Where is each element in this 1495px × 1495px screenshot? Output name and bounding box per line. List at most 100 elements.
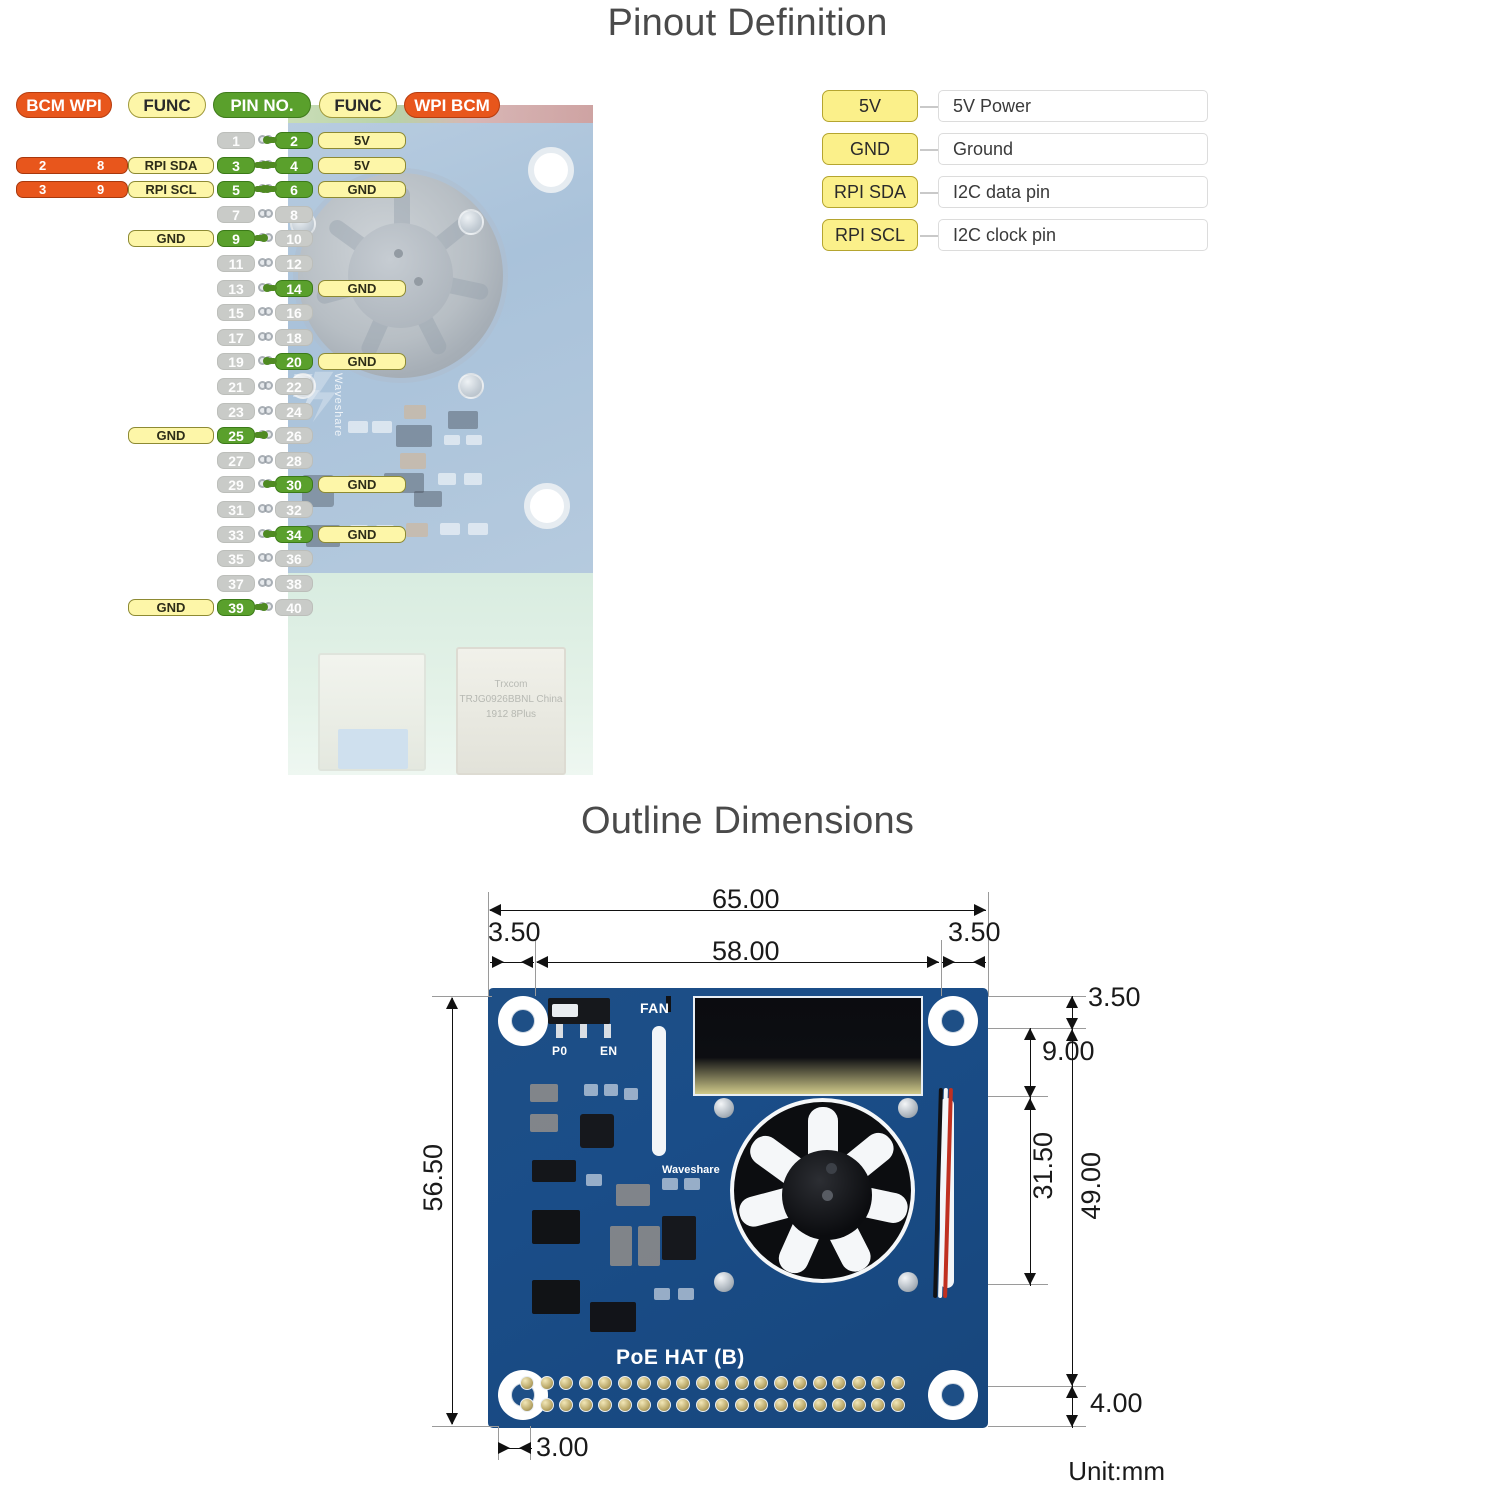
pin-number-left[interactable]: 31	[217, 501, 255, 518]
legend-description: 5V Power	[938, 90, 1208, 122]
header-pin	[559, 1398, 573, 1412]
func-label-left[interactable]: GND	[128, 230, 214, 248]
func-label-right[interactable]: 5V	[318, 156, 406, 174]
bcm-value: 2	[39, 157, 47, 173]
dim-left-inset: 3.50	[488, 917, 541, 947]
func-label-left[interactable]: RPI SCL	[128, 181, 214, 199]
usb-port	[318, 653, 426, 771]
pin-number-right[interactable]: 24	[275, 402, 313, 420]
mounting-hole	[524, 483, 570, 529]
pin-number-left[interactable]: 21	[217, 378, 255, 395]
poe-hat-silkscreen: PoE HAT (B)	[616, 1346, 745, 1369]
pin-number-right[interactable]: 28	[275, 451, 313, 469]
gpio-pin-icon	[264, 553, 273, 563]
func-label-left[interactable]: GND	[128, 427, 214, 445]
dim-bottom-inset: 3.00	[536, 1432, 589, 1462]
pin-number-left[interactable]: 17	[217, 328, 255, 346]
legend-tag[interactable]: GND	[822, 133, 918, 165]
gpio-pin-icon	[264, 405, 273, 415]
mounting-hole-br	[928, 1370, 978, 1420]
wpi-value: 9	[97, 182, 105, 198]
pin-connector-right	[263, 185, 277, 194]
gpio-pin-icon	[264, 577, 273, 587]
func-label-right[interactable]: 5V	[318, 132, 406, 149]
header-pin	[578, 1376, 593, 1390]
fan-screw	[898, 1272, 918, 1292]
pin-number-right[interactable]: 34	[275, 525, 313, 543]
wpi-value: 8	[97, 157, 105, 173]
func-label-left[interactable]: GND	[128, 599, 214, 617]
pin-number-left[interactable]: 1	[217, 132, 255, 149]
pin-connector-right	[263, 136, 277, 144]
header-pin	[793, 1398, 807, 1412]
header-pin	[754, 1376, 768, 1390]
pin-number-right[interactable]: 26	[275, 427, 313, 445]
fan-hub	[348, 223, 453, 328]
legend-row: 5V 5V Power	[822, 90, 1222, 126]
waveshare-silkscreen-label: Waveshare	[332, 373, 344, 438]
pin-number-right[interactable]: 22	[275, 378, 313, 395]
gpio-pin-icon	[264, 208, 273, 218]
func-label-right[interactable]: GND	[318, 279, 406, 297]
pin-number-left[interactable]: 7	[217, 205, 255, 223]
pin-number-right[interactable]: 6	[275, 181, 313, 199]
pin-number-left[interactable]: 15	[217, 304, 255, 322]
header-pin	[520, 1398, 534, 1412]
legend-tag[interactable]: RPI SCL	[822, 219, 918, 251]
pin-number-right[interactable]: 8	[275, 205, 313, 223]
header-pin	[890, 1376, 905, 1390]
pin-number-left[interactable]: 19	[217, 353, 255, 371]
pin-number-left[interactable]: 3	[217, 156, 255, 174]
header-pin	[676, 1376, 690, 1390]
header-pin	[832, 1398, 846, 1412]
pin-number-right[interactable]: 40	[275, 599, 313, 617]
pin-number-right[interactable]: 14	[275, 279, 313, 297]
func-label-right[interactable]: GND	[318, 181, 406, 199]
func-label-left[interactable]: RPI SDA	[128, 156, 214, 174]
pin-number-right[interactable]: 36	[275, 550, 313, 568]
pin-number-left[interactable]: 37	[217, 574, 255, 592]
pin-number-left[interactable]: 23	[217, 402, 255, 420]
pin-number-right[interactable]: 16	[275, 304, 313, 322]
pin-number-right[interactable]: 12	[275, 255, 313, 272]
pin-connector-left	[254, 234, 268, 243]
pin-number-left[interactable]: 33	[217, 525, 255, 543]
pin-number-left[interactable]: 9	[217, 230, 255, 248]
pin-number-left[interactable]: 5	[217, 181, 255, 199]
pin-number-right[interactable]: 4	[275, 156, 313, 174]
page-title-pinout: Pinout Definition	[607, 2, 888, 44]
pin-number-left[interactable]: 29	[217, 476, 255, 494]
func-label-right[interactable]: GND	[318, 525, 406, 543]
pin-number-left[interactable]: 25	[217, 427, 255, 445]
pin-number-left[interactable]: 39	[217, 599, 255, 617]
pin-number-right[interactable]: 38	[275, 574, 313, 592]
pin-number-right[interactable]: 20	[275, 353, 313, 371]
header-pin-no: PIN NO.	[213, 92, 311, 118]
func-label-right[interactable]: GND	[318, 476, 406, 494]
header-pin	[598, 1376, 612, 1390]
legend-row: RPI SDA I2C data pin	[822, 176, 1222, 212]
pin-number-right[interactable]: 32	[275, 501, 313, 518]
legend-description: I2C data pin	[938, 176, 1208, 208]
pin-number-left[interactable]: 11	[217, 255, 255, 272]
header-pin	[637, 1376, 651, 1390]
pin-number-right[interactable]: 2	[275, 132, 313, 149]
header-pin	[617, 1398, 632, 1412]
pin-number-right[interactable]: 30	[275, 476, 313, 494]
mounting-hole-tr	[928, 996, 978, 1046]
pin-number-right[interactable]: 10	[275, 230, 313, 248]
header-pin	[598, 1398, 612, 1412]
waveshare-brand-silkscreen: Waveshare	[662, 1164, 720, 1176]
p0-silkscreen-label: P0	[552, 1044, 568, 1058]
legend-tag[interactable]: RPI SDA	[822, 176, 918, 208]
header-pin	[812, 1398, 827, 1412]
pin-number-left[interactable]: 27	[217, 451, 255, 469]
pin-number-right[interactable]: 18	[275, 328, 313, 346]
pin-number-left[interactable]: 13	[217, 279, 255, 297]
legend-tag[interactable]: 5V	[822, 90, 918, 122]
gpio-pin-icon	[264, 454, 273, 464]
pin-number-left[interactable]: 35	[217, 550, 255, 568]
func-label-right[interactable]: GND	[318, 353, 406, 371]
